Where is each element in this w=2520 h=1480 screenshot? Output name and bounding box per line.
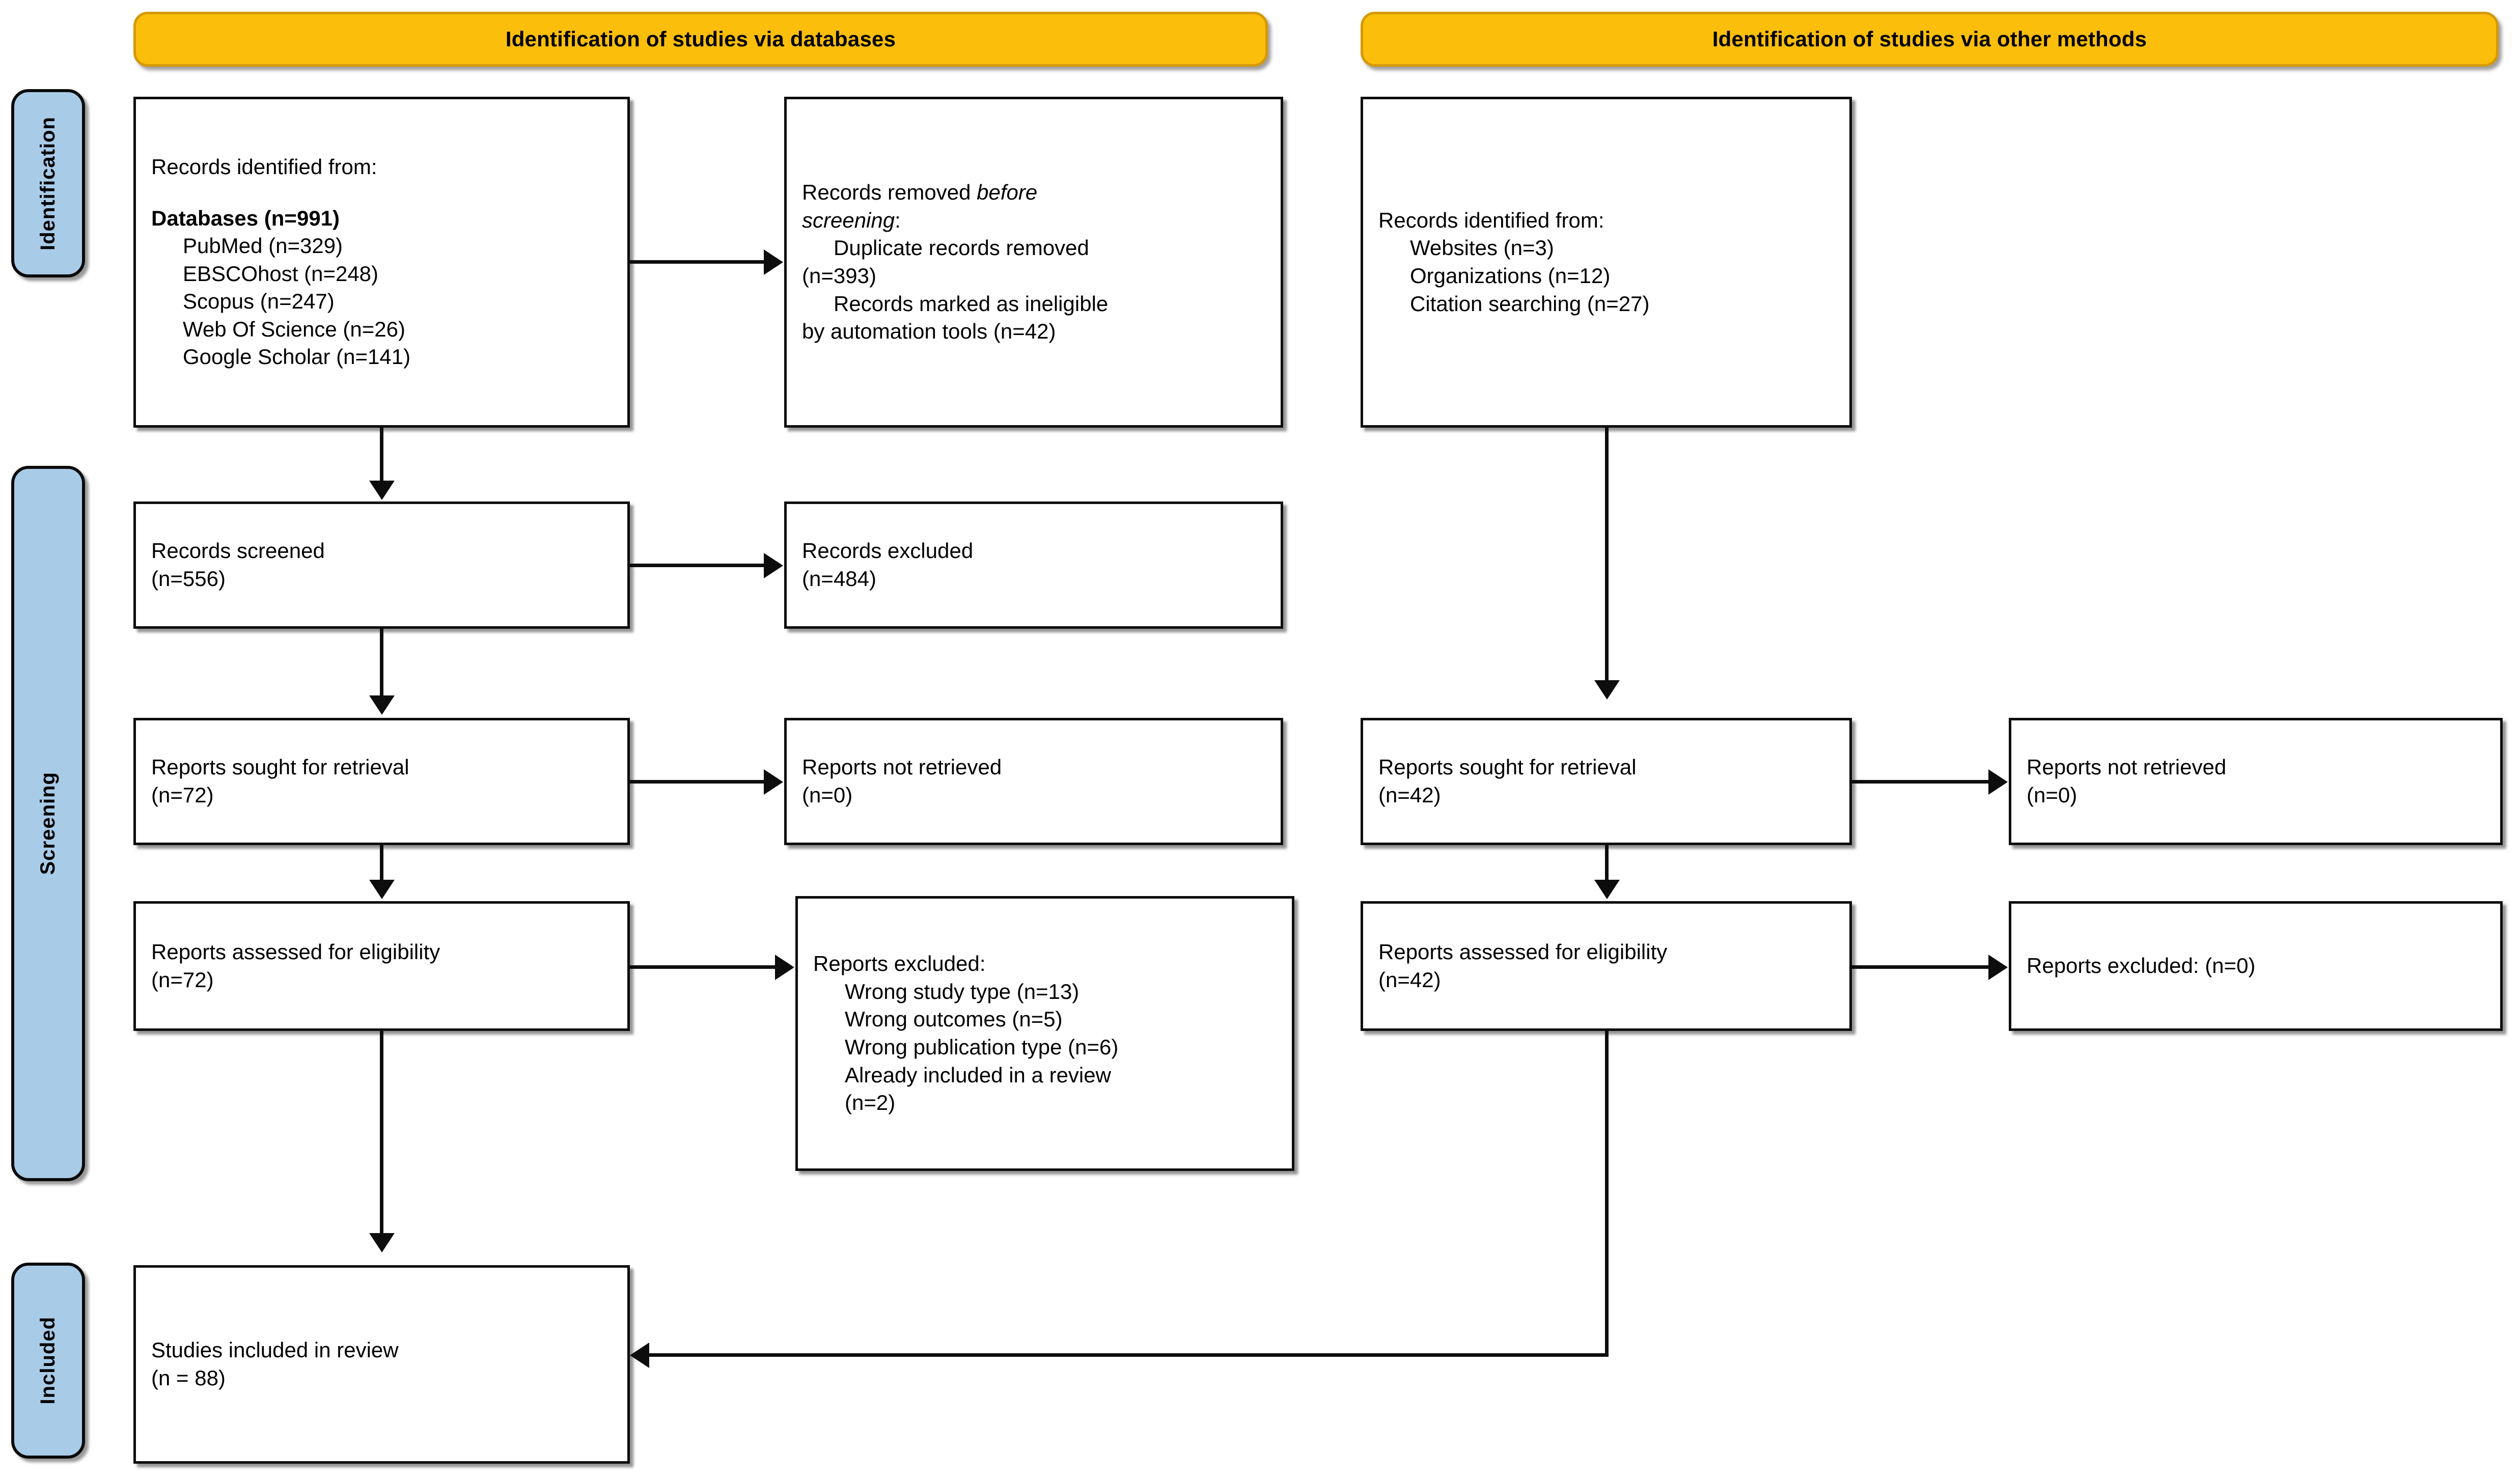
studies-included-label: Studies included in review (151, 1338, 399, 1362)
connector-other-assessed-to-excluded (1852, 965, 1989, 969)
box-reports-assessed-databases: Reports assessed for eligibility (n=72) (133, 901, 630, 1031)
connector-other-sought-to-assessed (1605, 845, 1609, 881)
box-studies-included-in-review: Studies included in review (n = 88) (133, 1265, 630, 1464)
records-identified-title: Records identified from: (151, 154, 377, 179)
reports-sought-db-count: (n=72) (151, 783, 214, 807)
reports-sought-other-label: Reports sought for retrieval (1378, 755, 1637, 779)
stage-label-identification: Identification (11, 89, 85, 277)
connector-assessed-to-excluded-db (630, 965, 777, 969)
exclude-reason-already-included: Already included in a review (845, 1063, 1111, 1087)
exclude-reason-wrong-publication-type: Wrong publication type (n=6) (845, 1035, 1119, 1059)
source-web-of-science: Web Of Science (n=26) (183, 317, 405, 341)
connector-sought-to-not-retrieved-db (630, 780, 765, 784)
records-identified-group-label: Databases (n=991) (151, 206, 340, 230)
reports-assessed-other-count: (n=42) (1378, 967, 1441, 992)
stage-screening-text: Screening (37, 772, 59, 875)
source-organizations: Organizations (n=12) (1410, 264, 1611, 288)
arrowhead-other-assessed-to-excluded (1988, 955, 2008, 980)
records-removed-title-prefix: Records removed (802, 180, 977, 205)
records-removed-title-emphasis: before (977, 180, 1038, 205)
records-removed-title-line2: screening: (802, 207, 1265, 235)
connector-screened-to-excluded (630, 564, 765, 567)
reports-sought-other-count: (n=42) (1378, 783, 1441, 807)
banner-databases-label: Identification of studies via databases (505, 27, 896, 51)
records-screened-count: (n=556) (151, 567, 226, 591)
arrowhead-other-identified-to-sought (1594, 680, 1620, 700)
connector-assessed-to-studies-included (380, 1031, 383, 1235)
arrowhead-sought-to-assessed-db (369, 880, 395, 899)
banner-identification-databases: Identification of studies via databases (133, 12, 1268, 67)
stage-label-included: Included (11, 1263, 85, 1459)
connector-other-identified-to-sought (1605, 428, 1609, 682)
arrowhead-screened-to-excluded (764, 553, 783, 578)
source-citation-searching: Citation searching (n=27) (1410, 291, 1650, 316)
removed-ineligible-automation-count: by automation tools (n=42) (802, 319, 1056, 344)
box-records-removed-before-screening: Records removed before screening: Duplic… (784, 97, 1283, 428)
box-reports-not-retrieved-databases: Reports not retrieved (n=0) (784, 718, 1283, 845)
exclude-reason-wrong-study-type: Wrong study type (n=13) (845, 979, 1079, 1003)
box-reports-excluded-other-methods: Reports excluded: (n=0) (2009, 901, 2503, 1031)
stage-included-text: Included (37, 1317, 59, 1405)
box-reports-sought-databases: Reports sought for retrieval (n=72) (133, 718, 630, 845)
box-reports-sought-other-methods: Reports sought for retrieval (n=42) (1361, 718, 1852, 845)
records-identified-other-title: Records identified from: (1378, 208, 1604, 232)
records-excluded-count: (n=484) (802, 567, 876, 591)
stage-identification-text: Identification (37, 116, 59, 250)
reports-not-retrieved-other-count: (n=0) (2027, 783, 2078, 807)
source-scopus: Scopus (n=247) (183, 289, 335, 314)
connector-other-assessed-left-to-included (649, 1353, 1609, 1357)
box-records-screened: Records screened (n=556) (133, 501, 630, 629)
connector-identified-to-removed (630, 260, 765, 264)
reports-not-retrieved-other-label: Reports not retrieved (2027, 755, 2227, 779)
box-reports-excluded-databases: Reports excluded: Wrong study type (n=13… (795, 896, 1294, 1171)
connector-other-sought-to-not-retrieved (1852, 780, 1989, 784)
arrowhead-other-sought-to-not-retrieved (1988, 769, 2008, 795)
records-removed-title: Records removed before (802, 179, 1265, 207)
reports-excluded-db-title: Reports excluded: (813, 952, 986, 976)
arrowhead-screened-to-reports-sought (369, 695, 395, 715)
spacer (151, 181, 612, 205)
removed-duplicate-count: (n=393) (802, 264, 876, 288)
records-removed-title-emphasis2: screening (802, 208, 895, 232)
exclude-reason-already-included-count: (n=2) (845, 1091, 896, 1115)
box-reports-assessed-other-methods: Reports assessed for eligibility (n=42) (1361, 901, 1852, 1031)
connector-sought-to-assessed-db (380, 845, 383, 881)
reports-not-retrieved-db-label: Reports not retrieved (802, 755, 1002, 779)
exclude-reason-wrong-outcomes: Wrong outcomes (n=5) (845, 1007, 1063, 1031)
box-records-identified-databases: Records identified from: Databases (n=99… (133, 97, 630, 428)
reports-sought-db-label: Reports sought for retrieval (151, 755, 409, 779)
connector-other-assessed-down (1605, 1031, 1609, 1357)
arrowhead-other-sought-to-assessed (1594, 880, 1620, 899)
arrowhead-sought-to-not-retrieved-db (764, 769, 783, 795)
arrowhead-assessed-to-studies-included (369, 1233, 395, 1252)
box-reports-not-retrieved-other-methods: Reports not retrieved (n=0) (2009, 718, 2503, 845)
box-records-identified-other-methods: Records identified from: Websites (n=3) … (1361, 97, 1852, 428)
reports-assessed-other-label: Reports assessed for eligibility (1378, 939, 1668, 964)
connector-identified-to-screened (380, 428, 383, 483)
reports-assessed-db-label: Reports assessed for eligibility (151, 939, 440, 964)
connector-screened-to-reports-sought (380, 629, 383, 696)
source-websites: Websites (n=3) (1410, 236, 1554, 260)
reports-not-retrieved-db-count: (n=0) (802, 783, 853, 807)
removed-ineligible-automation: Records marked as ineligible (834, 291, 1109, 316)
arrowhead-other-assessed-to-studies-included (630, 1343, 649, 1368)
stage-label-screening: Screening (11, 466, 85, 1181)
records-removed-title-colon: : (895, 208, 901, 232)
records-screened-label: Records screened (151, 539, 325, 563)
reports-excluded-other-label: Reports excluded: (n=0) (2027, 954, 2256, 978)
reports-assessed-db-count: (n=72) (151, 967, 214, 992)
source-ebscohost: EBSCOhost (n=248) (183, 261, 379, 286)
arrowhead-assessed-to-excluded-db (775, 955, 794, 980)
source-pubmed: PubMed (n=329) (183, 234, 343, 258)
arrowhead-identified-to-screened (369, 481, 395, 500)
box-records-excluded: Records excluded (n=484) (784, 501, 1283, 629)
studies-included-count: (n = 88) (151, 1366, 226, 1390)
arrowhead-identified-to-removed (764, 249, 783, 275)
source-google-scholar: Google Scholar (n=141) (183, 345, 411, 369)
removed-duplicate-records: Duplicate records removed (834, 236, 1089, 260)
banner-identification-other-methods: Identification of studies via other meth… (1361, 12, 2499, 67)
banner-other-methods-label: Identification of studies via other meth… (1712, 27, 2147, 51)
records-excluded-label: Records excluded (802, 539, 974, 563)
